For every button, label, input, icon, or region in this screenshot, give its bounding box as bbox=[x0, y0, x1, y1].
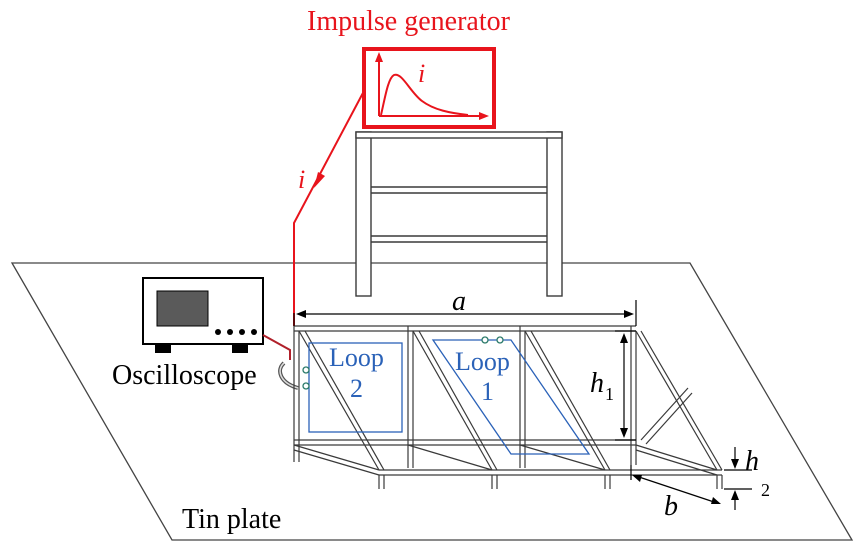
loop-1-label-line1: Loop bbox=[455, 347, 510, 376]
loop-2-label-line2: 2 bbox=[350, 374, 363, 403]
oscilloscope-label: Oscilloscope bbox=[112, 360, 257, 391]
dimension-h1 bbox=[615, 330, 636, 441]
current-symbol-lead: i bbox=[298, 165, 305, 194]
dimension-b-label: b bbox=[664, 491, 678, 522]
loop-2: Loop 2 bbox=[302, 342, 403, 433]
truss-structure bbox=[293, 325, 723, 489]
dimension-h1-label: h bbox=[590, 368, 604, 399]
impulse-generator: Impulse generator i bbox=[307, 6, 511, 129]
current-lead bbox=[293, 90, 365, 326]
oscilloscope-screen bbox=[156, 290, 209, 327]
loop-1-label-line2: 1 bbox=[481, 377, 494, 406]
dimension-a-label: a bbox=[452, 286, 466, 317]
dimension-h1-subscript: 1 bbox=[605, 384, 614, 404]
dimension-a bbox=[293, 300, 637, 326]
impulse-generator-box bbox=[362, 47, 496, 129]
loop-2-label-line1: Loop bbox=[329, 343, 384, 372]
dimension-b bbox=[630, 465, 721, 504]
dimension-h2-label: h bbox=[745, 446, 759, 477]
tin-plate bbox=[10, 262, 854, 541]
portal-frame bbox=[355, 131, 563, 297]
impulse-waveform-icon bbox=[375, 52, 489, 120]
dimension-h2 bbox=[724, 447, 752, 510]
oscilloscope-icon bbox=[142, 277, 299, 390]
tin-plate-label: Tin plate bbox=[182, 504, 281, 535]
loop-1: Loop 1 bbox=[431, 336, 591, 455]
impulse-generator-label: Impulse generator bbox=[307, 6, 511, 37]
current-symbol-box: i bbox=[418, 59, 425, 88]
dimension-h2-subscript: 2 bbox=[761, 480, 770, 500]
